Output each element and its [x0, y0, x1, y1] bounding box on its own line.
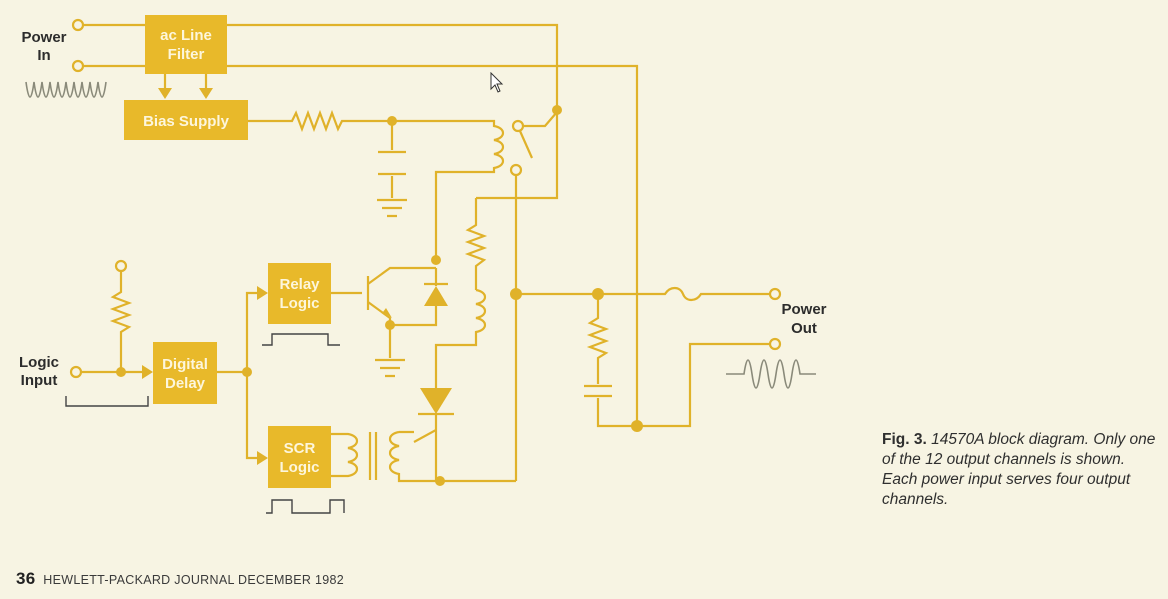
relay-logic-label-1: Relay: [279, 276, 320, 293]
figure-caption: Fig. 3. 14570A block diagram. Only one o…: [882, 430, 1164, 510]
output-wire: [516, 286, 770, 302]
junction-logic-input: [116, 367, 126, 377]
bias-capacitor: [378, 150, 406, 198]
figure-caption-text: 14570A block diagram. Only one of the 12…: [882, 431, 1156, 508]
logic-input-label-2: Input: [21, 372, 58, 389]
vertical-coil: [434, 288, 487, 388]
filter-to-bias-arrow-1: [158, 88, 172, 99]
zener-wires: [390, 268, 448, 327]
ground-transistor: [375, 325, 405, 378]
page-number: 36: [16, 569, 36, 588]
junction-delay-out: [242, 367, 252, 377]
digital-delay-label-1: Digital: [162, 356, 208, 373]
relay-to-right-wire: [523, 111, 558, 128]
power-in-line-top: [78, 23, 559, 110]
ground-bias: [377, 198, 407, 218]
mouse-pointer-icon: [490, 72, 504, 93]
junction-transistor-top: [431, 255, 441, 265]
scr-logic-block: SCR Logic: [268, 426, 331, 488]
transistor: [366, 266, 436, 325]
scr-wires: [413, 412, 454, 481]
bias-output-wire: [248, 109, 394, 150]
logic-input-pulse: [65, 396, 149, 407]
bias-supply-label: Bias Supply: [143, 113, 230, 130]
vertical-resistor: [464, 198, 488, 290]
power-in-label-2: In: [37, 47, 50, 64]
power-in-line-bottom: [78, 64, 639, 426]
pullup-terminal: [114, 259, 128, 273]
delay-output-wire: [217, 291, 262, 460]
relay-contact-top: [511, 119, 525, 133]
transformer-core: [368, 432, 378, 480]
relay-to-line-wire: [476, 110, 559, 200]
power-in-terminal-bottom: [71, 59, 85, 73]
power-out-label-1: Power: [781, 301, 826, 318]
power-in-label-1: Power: [21, 29, 66, 46]
digital-delay-block: Digital Delay: [153, 342, 217, 404]
bias-supply-block: Bias Supply: [124, 100, 248, 140]
relay-contact-bottom: [509, 163, 523, 177]
snubber-resistor: [586, 294, 610, 384]
page-footer: 36 HEWLETT-PACKARD JOURNAL DECEMBER 1982: [16, 569, 344, 589]
relay-logic-block: Relay Logic: [268, 263, 331, 324]
digital-delay-label-2: Delay: [165, 375, 206, 392]
scr-logic-input-arrow: [257, 451, 268, 465]
relay-logic-label-2: Logic: [280, 295, 320, 312]
junction-return: [631, 420, 643, 432]
power-out-terminal-bottom: [768, 337, 782, 351]
ac-line-filter-label-2: Filter: [168, 46, 205, 63]
pullup-resistor: [109, 271, 133, 372]
scr-logic-label-2: Logic: [280, 459, 320, 476]
scr-logic-pulse: [266, 499, 345, 514]
relay-logic-input-arrow: [257, 286, 268, 300]
zener-diode: [424, 286, 448, 306]
logic-input-terminal: [69, 365, 83, 379]
power-out-label-2: Out: [791, 320, 817, 337]
relay-logic-pulse: [262, 333, 340, 346]
filter-to-bias-arrow-2: [199, 88, 213, 99]
ac-line-filter-label-1: ac Line: [160, 27, 212, 44]
scr-diode: [420, 388, 452, 414]
ac-line-filter-block: ac Line Filter: [145, 15, 227, 74]
figure-number: Fig. 3.: [882, 431, 927, 448]
power-in-waveform: [25, 81, 107, 98]
journal-name: HEWLETT-PACKARD JOURNAL DECEMBER 1982: [43, 573, 345, 587]
delay-input-arrow: [142, 365, 153, 379]
transformer-primary: [331, 432, 359, 478]
scr-logic-label-1: SCR: [284, 440, 316, 457]
transformer-secondary: [388, 430, 516, 483]
logic-input-label-1: Logic: [19, 354, 59, 371]
relay-coil-wire: [392, 119, 505, 260]
relay-switch-arm: [518, 130, 534, 159]
power-out-waveform: [726, 359, 816, 389]
power-out-terminal-top: [768, 287, 782, 301]
power-in-terminal-top: [71, 18, 85, 32]
snubber-capacitor: [584, 342, 770, 428]
transistor-emitter-arrow: [383, 308, 392, 318]
